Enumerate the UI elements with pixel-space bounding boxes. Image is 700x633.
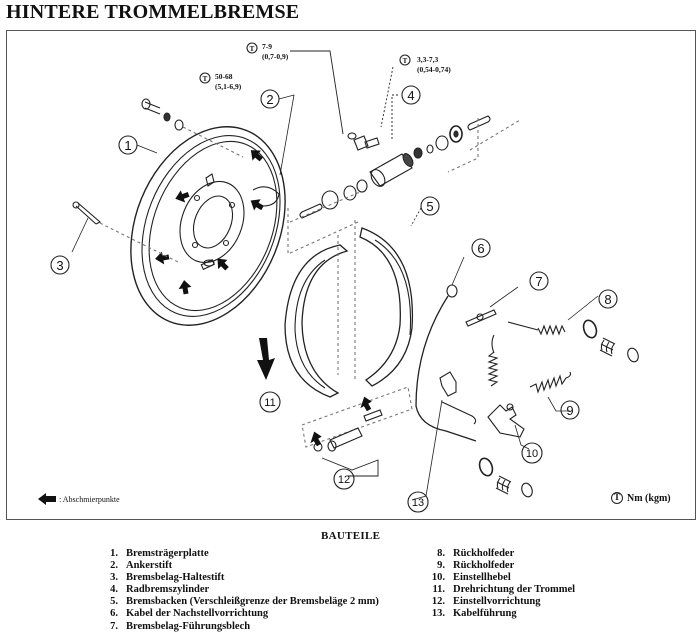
callout-10: 10 (521, 442, 543, 464)
backing-plate (130, 126, 286, 326)
callout-6: 6 (471, 238, 491, 258)
part-item: 6.Kabel der Nachstellvorrichtung (110, 608, 269, 620)
hold-pin (71, 201, 181, 264)
svg-text:T: T (403, 57, 408, 65)
callout-5: 5 (410, 196, 440, 227)
callout-12: 12 (333, 468, 355, 490)
part-item: 13.Kabelführung (431, 608, 517, 620)
part-item: 12.Einstellvorrichtung (431, 596, 541, 608)
svg-text:4: 4 (407, 88, 414, 103)
svg-text:3: 3 (56, 258, 63, 273)
callout-3: 3 (50, 255, 70, 275)
part-item: 9.Rückholfeder (437, 560, 515, 572)
anchor-bolt (141, 98, 244, 158)
svg-text:T: T (250, 45, 255, 53)
torque-leader-1 (290, 50, 344, 135)
callout-13: 13 (407, 491, 429, 513)
callout-9: 9 (560, 400, 580, 420)
svg-text:13: 13 (412, 497, 424, 509)
wheel-cylinder (287, 115, 521, 255)
torque-unit-label: Nm (kgm) (627, 492, 671, 504)
svg-text:8: 8 (604, 292, 611, 307)
torque-label-3: T 3,3-7,3 (0,54-0,74) (399, 54, 451, 74)
diagram-frame (6, 30, 696, 520)
callouts: 1 2 3 4 5 6 7 8 9 10 11 12 13 (50, 85, 618, 513)
rotation-arrow (257, 338, 275, 380)
part-item: 10.Einstellhebel (431, 572, 511, 584)
callout-11: 11 (259, 391, 281, 413)
part-item: 3.Bremsbelag-Haltestift (110, 572, 225, 584)
callout-7: 7 (529, 271, 549, 291)
part-item: 11.Drehrichtung der Trommel (432, 584, 576, 596)
svg-text:2: 2 (266, 92, 273, 107)
page-title: HINTERE TROMMELBREMSE (6, 1, 300, 23)
hold-down-springs (478, 319, 639, 498)
svg-text:1: 1 (124, 138, 131, 153)
torque-label-1: T 7-9 (0,7-0,9) (246, 42, 289, 61)
lubrication-arrow-icon (38, 493, 56, 505)
svg-text:50-68: 50-68 (215, 72, 233, 81)
svg-text:(5,1-6,9): (5,1-6,9) (215, 82, 242, 91)
svg-text:5: 5 (426, 199, 433, 214)
parts-list-right: 8.Rückholfeder 9.Rückholfeder 10.Einstel… (427, 548, 575, 621)
lubrication-legend-label: : Abschmierpunkte (59, 494, 120, 504)
brake-shoes (284, 220, 414, 398)
svg-text:7: 7 (535, 274, 542, 289)
svg-text:6: 6 (477, 241, 484, 256)
part-item: 4.Radbremszylinder (110, 584, 210, 596)
callout-leader-4 (391, 94, 398, 140)
parts-list-left: 1.Bremsträgerplatte 2.Ankerstift 3.Brems… (106, 548, 379, 633)
cable-guide (411, 371, 477, 501)
adjuster-assembly (301, 386, 413, 477)
svg-text:T: T (203, 75, 208, 83)
svg-text:11: 11 (264, 397, 275, 409)
part-item: 1.Bremsträgerplatte (110, 548, 209, 559)
adjusting-lever (487, 403, 530, 450)
callout-4: 4 (401, 85, 421, 105)
svg-text:(0,54-0,74): (0,54-0,74) (417, 65, 451, 74)
svg-text:(0,7-0,9): (0,7-0,9) (262, 52, 289, 61)
torque-unit-legend: T Nm (kgm) (611, 492, 671, 504)
lubrication-points (155, 150, 264, 295)
torque-leader-3 (380, 66, 394, 128)
lubrication-legend: : Abschmierpunkte (38, 493, 120, 505)
part-item: 5.Bremsbacken (Verschleißgrenze der Brem… (110, 596, 379, 608)
part-item: 8.Rückholfeder (437, 548, 515, 559)
svg-text:7-9: 7-9 (262, 42, 272, 51)
callout-8: 8 (598, 289, 618, 309)
svg-text:12: 12 (338, 474, 350, 486)
torque-icon: T (611, 492, 623, 504)
callout-2: 2 (260, 89, 295, 176)
svg-text:10: 10 (526, 448, 538, 460)
return-springs (487, 295, 599, 412)
parts-list-title: BAUTEILE (321, 530, 381, 542)
part-item: 7.Bremsbelag-Führungsblech (110, 620, 251, 632)
adjuster-cable (415, 256, 477, 442)
part-item: 2.Ankerstift (110, 560, 173, 572)
svg-text:3,3-7,3: 3,3-7,3 (417, 55, 438, 64)
guide-plate (465, 286, 519, 327)
callout-1: 1 (118, 135, 158, 155)
svg-text:9: 9 (566, 403, 573, 418)
torque-label-2: T 50-68 (5,1-6,9) (199, 72, 242, 91)
